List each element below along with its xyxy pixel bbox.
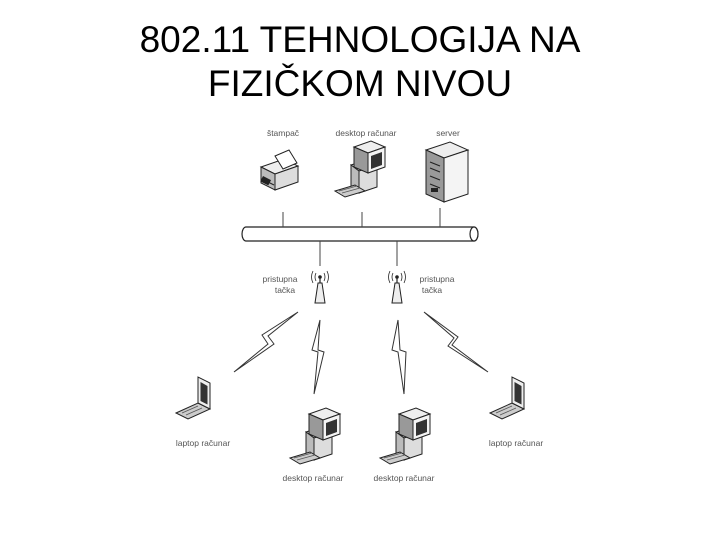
access-point-left-label-2: tačka xyxy=(275,285,296,295)
desktop-computer-icon xyxy=(334,140,386,198)
access-point-right-icon xyxy=(387,270,407,304)
printer-label: štampač xyxy=(267,128,300,138)
desktop-bottom-left-label: desktop računar xyxy=(283,473,344,483)
laptop-left-label: laptop računar xyxy=(176,438,231,448)
desktop-bottom-left-icon xyxy=(289,407,341,465)
server-icon xyxy=(424,141,470,203)
printer-icon xyxy=(259,149,300,191)
server-label: server xyxy=(436,128,460,138)
wireless-link-3 xyxy=(391,319,407,395)
laptop-left-icon xyxy=(175,376,211,420)
access-point-right-label-2: tačka xyxy=(422,285,443,295)
laptop-right-icon xyxy=(489,376,525,420)
title-line-1: 802.11 TEHNOLOGIJA NA xyxy=(139,19,581,60)
slide-title: 802.11 TEHNOLOGIJA NA FIZIČKOM NIVOU xyxy=(0,18,720,106)
title-line-2: FIZIČKOM NIVOU xyxy=(207,63,513,104)
access-point-right-label-1: pristupna xyxy=(420,274,455,284)
wireless-link-1 xyxy=(233,311,299,373)
laptop-right-label: laptop računar xyxy=(489,438,544,448)
network-backbone xyxy=(241,208,479,266)
wireless-link-4 xyxy=(423,311,489,373)
desktop-bottom-right-icon xyxy=(379,407,431,465)
desktop-bottom-right-label: desktop računar xyxy=(374,473,435,483)
desktop-top-label: desktop računar xyxy=(336,128,397,138)
access-point-left-label-1: pristupna xyxy=(263,274,298,284)
access-point-left-icon xyxy=(310,270,330,304)
wireless-link-2 xyxy=(311,319,325,395)
